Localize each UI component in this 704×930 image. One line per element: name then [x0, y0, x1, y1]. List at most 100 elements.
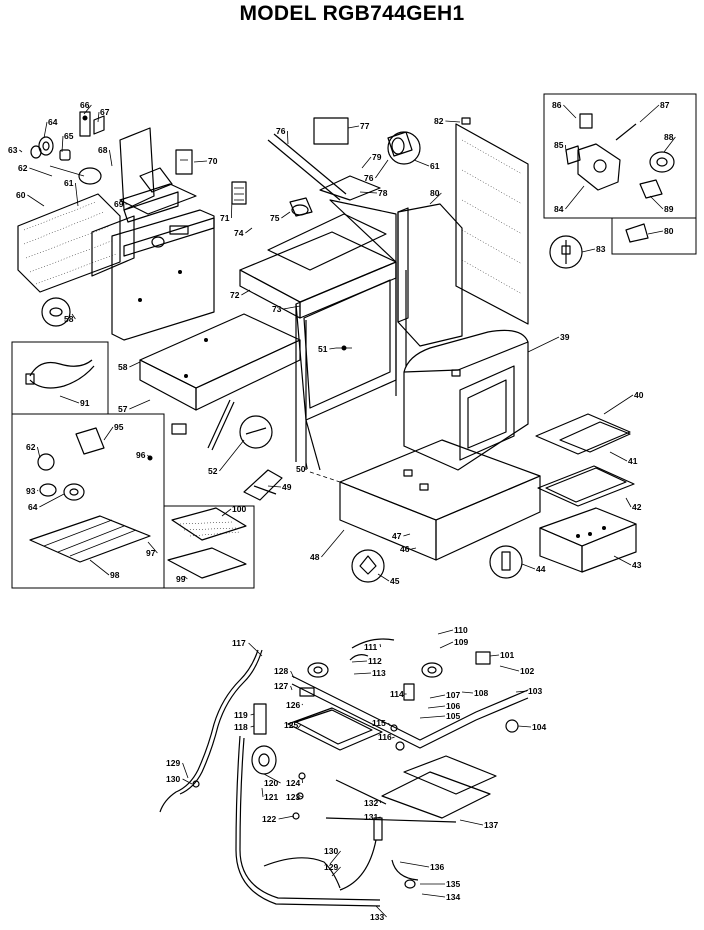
terminal-block — [231, 181, 247, 205]
callout-c61a: 61 — [64, 178, 74, 188]
callout-c107: 107 — [446, 690, 460, 700]
callout-c114: 114 — [390, 689, 404, 699]
callout-c46: 46 — [400, 544, 410, 554]
callout-c45: 45 — [390, 576, 400, 586]
callout-leader-c99 — [183, 575, 188, 580]
inset-box-broiler — [11, 413, 255, 589]
rear-panel-right — [455, 117, 529, 325]
callout-leader-c133 — [375, 905, 387, 918]
inset-box-valve — [543, 93, 697, 255]
callout-leader-c132 — [379, 799, 381, 804]
callout-c130a: 130 — [166, 774, 180, 784]
callout-c88: 88 — [664, 132, 674, 142]
callout-c42: 42 — [632, 502, 642, 512]
callout-c100: 100 — [232, 504, 246, 514]
callout-c40: 40 — [634, 390, 644, 400]
callout-c124: 124 — [286, 778, 300, 788]
callout-c74: 74 — [234, 228, 244, 238]
callout-leader-c61a — [75, 182, 79, 207]
callout-leader-c72 — [241, 289, 251, 296]
callout-c120: 120 — [264, 778, 278, 788]
callout-c70: 70 — [208, 156, 218, 166]
callout-leader-c130a — [182, 778, 193, 785]
callout-c108: 108 — [474, 688, 488, 698]
base-tray — [139, 313, 301, 451]
callout-c47: 47 — [392, 531, 402, 541]
callout-leader-c91 — [59, 395, 80, 404]
oven-frame-body — [295, 261, 407, 471]
callout-c39: 39 — [560, 332, 570, 342]
callout-leader-c102 — [499, 665, 520, 672]
callout-c133: 133 — [370, 912, 384, 922]
callout-c44: 44 — [536, 564, 546, 574]
callout-c135: 135 — [446, 879, 460, 889]
callout-c79: 79 — [372, 152, 382, 162]
callout-leader-c62a — [29, 167, 53, 177]
callout-c73: 73 — [272, 304, 282, 314]
callout-leader-c64a — [43, 121, 48, 139]
callout-leader-c45 — [377, 573, 390, 582]
callout-leader-c80a — [429, 192, 442, 205]
callout-leader-c75 — [281, 211, 291, 219]
callout-c97: 97 — [146, 548, 156, 558]
callout-leader-c84 — [565, 185, 585, 210]
callout-c126: 126 — [286, 700, 300, 710]
callout-c51: 51 — [318, 344, 328, 354]
callout-c71: 71 — [220, 213, 230, 223]
callout-c87: 87 — [660, 100, 670, 110]
callout-c117: 117 — [232, 638, 246, 648]
callout-leader-c58b — [129, 361, 141, 368]
callout-c80a: 80 — [430, 188, 440, 198]
left-inner-panel — [91, 209, 215, 341]
callout-leader-c126 — [301, 703, 303, 706]
callout-leader-c52 — [219, 439, 245, 472]
callout-c77: 77 — [360, 121, 370, 131]
callout-leader-c129b — [331, 866, 341, 877]
callout-c52: 52 — [208, 466, 218, 476]
callout-leader-c89 — [649, 195, 664, 210]
callout-leader-c76a — [287, 130, 289, 145]
oven-liner — [403, 329, 529, 471]
drawer-assembly — [309, 439, 541, 561]
callout-leader-c80b — [647, 230, 664, 235]
callout-leader-c136 — [399, 861, 430, 868]
callout-c82: 82 — [434, 116, 444, 126]
callout-c95: 95 — [114, 422, 124, 432]
callout-leader-c82 — [445, 120, 461, 123]
oven-frame-top — [239, 117, 413, 319]
callout-leader-c39 — [527, 336, 560, 353]
callout-leader-c119 — [250, 713, 255, 716]
callout-leader-c70 — [193, 160, 208, 163]
callout-leader-c121 — [261, 787, 264, 798]
callout-c68: 68 — [98, 145, 108, 155]
callout-leader-c77 — [347, 125, 360, 129]
callout-leader-c60 — [27, 194, 45, 207]
callout-c41: 41 — [628, 456, 638, 466]
callout-leader-c134 — [421, 893, 446, 898]
callout-leader-c130b — [329, 850, 341, 865]
callout-leader-c106 — [427, 705, 446, 709]
callout-leader-c109 — [439, 641, 454, 649]
callout-c105: 105 — [446, 711, 460, 721]
callout-c131: 131 — [364, 812, 378, 822]
callout-leader-c42 — [625, 497, 632, 508]
callout-leader-c62b — [37, 446, 41, 459]
callout-leader-c137 — [459, 819, 484, 826]
callout-leader-c131 — [375, 816, 381, 819]
callout-c63: 63 — [8, 145, 18, 155]
callout-c62b: 62 — [26, 442, 36, 452]
callout-leader-c76b — [375, 159, 389, 179]
callout-c72: 72 — [230, 290, 240, 300]
gas-piping-assembly — [159, 638, 529, 907]
callout-leader-c64b — [39, 493, 65, 508]
callout-leader-c129 — [182, 762, 189, 779]
callout-leader-c43 — [613, 555, 632, 566]
callout-leader-c87 — [639, 104, 660, 123]
callout-c129b: 129 — [324, 862, 338, 872]
callout-leader-c128 — [290, 670, 295, 679]
callout-c58b: 58 — [118, 362, 128, 372]
callout-leader-c103 — [515, 690, 528, 693]
callout-leader-c108 — [461, 691, 474, 694]
callout-c106: 106 — [446, 701, 460, 711]
page-title: MODEL RGB744GEH1 — [239, 2, 465, 25]
